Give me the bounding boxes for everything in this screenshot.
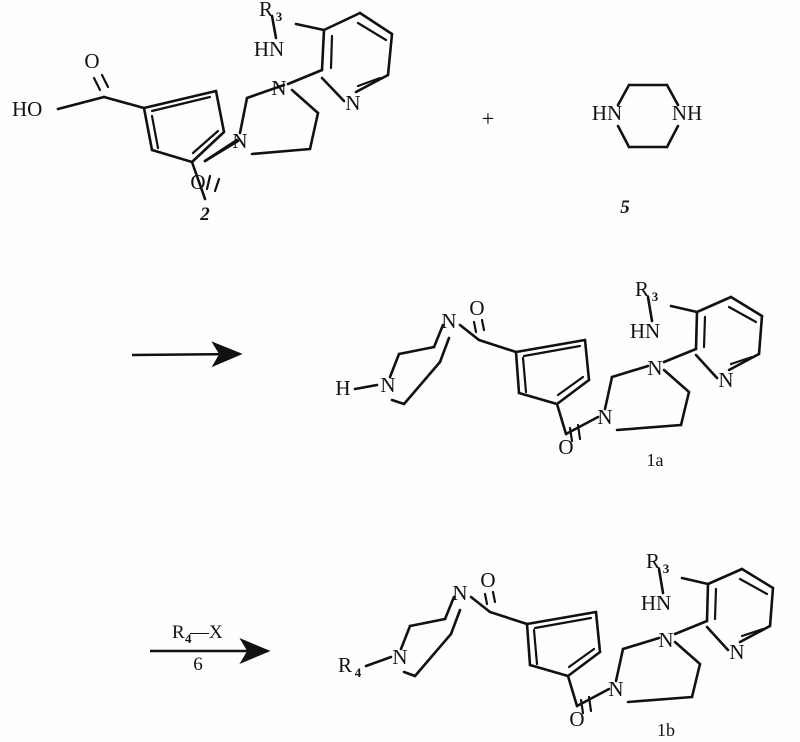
- reaction-arrow-2: R 4 —X 6: [150, 622, 271, 675]
- atom-label-N-pip1-upper-compound1b: N: [452, 581, 467, 605]
- atom-label-O-acid-compound2: O: [84, 49, 99, 73]
- atom-label-N-pip1-lower-compound1b: N: [392, 645, 407, 669]
- atom-label-O-carbonyl1-compound1a: O: [469, 296, 484, 320]
- atom-label-H-compound1a: H: [335, 376, 350, 400]
- structure-compound-1b: R 4 N N O O N N: [338, 549, 775, 740]
- atom-label-R-alkyl-compound1b: R: [338, 653, 352, 677]
- atom-label-O-carbonyl2-compound1b: O: [569, 707, 584, 731]
- atom-label-R-compound1a: R: [635, 277, 649, 301]
- compound-label-1b: 1b: [657, 720, 675, 740]
- plus-sign: +: [482, 106, 494, 131]
- atom-label-HN-compound2: HN: [254, 37, 284, 61]
- structure-compound-1a: H N N O O N N: [335, 277, 764, 470]
- compound-label-5: 5: [620, 197, 630, 218]
- reagent-above-R: R: [172, 622, 185, 643]
- atom-label-O-carbonyl2-compound1a: O: [558, 435, 573, 459]
- atom-label-N-pip2-upper-compound1a: N: [647, 356, 662, 380]
- atom-label-HN-compound1a: HN: [630, 319, 660, 343]
- atom-label-N-pip-upper-compound2: N: [271, 76, 286, 100]
- reagent-above-sub: 4: [185, 631, 192, 646]
- compound-label-2: 2: [199, 204, 210, 225]
- reagent-below-6: 6: [193, 654, 203, 675]
- atom-label-HN-compound1b: HN: [641, 591, 671, 615]
- atom-sub-R3-compound1b: 3: [663, 561, 670, 576]
- atom-label-N-pyridine-compound2: N: [345, 91, 360, 115]
- atom-label-N-pip2-lower-compound1a: N: [597, 405, 612, 429]
- atom-label-R-compound2: R: [259, 0, 273, 21]
- atom-label-N-pyridine-compound1b: N: [729, 640, 744, 664]
- atom-sub-R3-compound1a: 3: [652, 289, 659, 304]
- structure-compound-2: HO O O N N: [12, 0, 394, 225]
- atom-label-R-compound1b: R: [646, 549, 660, 573]
- atom-label-N-pyridine-compound1a: N: [718, 368, 733, 392]
- compound-label-1a: 1a: [647, 450, 664, 470]
- atom-label-N-pip2-upper-compound1b: N: [658, 628, 673, 652]
- structure-compound-5: HN NH 5: [592, 83, 702, 218]
- atom-label-O-amide-compound2: O: [190, 170, 205, 194]
- atom-label-HO-compound2: HO: [12, 97, 42, 121]
- atom-label-N-pip1-lower-compound1a: N: [380, 373, 395, 397]
- atom-sub-R4-compound1b: 4: [355, 665, 362, 680]
- atom-label-N-pip-lower-compound2: N: [232, 129, 247, 153]
- atom-label-N-pip2-lower-compound1b: N: [608, 677, 623, 701]
- reaction-arrow-1: [131, 341, 243, 368]
- atom-sub-R3-compound2: 3: [276, 9, 283, 24]
- reagent-above-tail: —X: [189, 622, 223, 643]
- atom-label-O-carbonyl1-compound1b: O: [480, 568, 495, 592]
- atom-label-N-pip1-upper-compound1a: N: [441, 309, 456, 333]
